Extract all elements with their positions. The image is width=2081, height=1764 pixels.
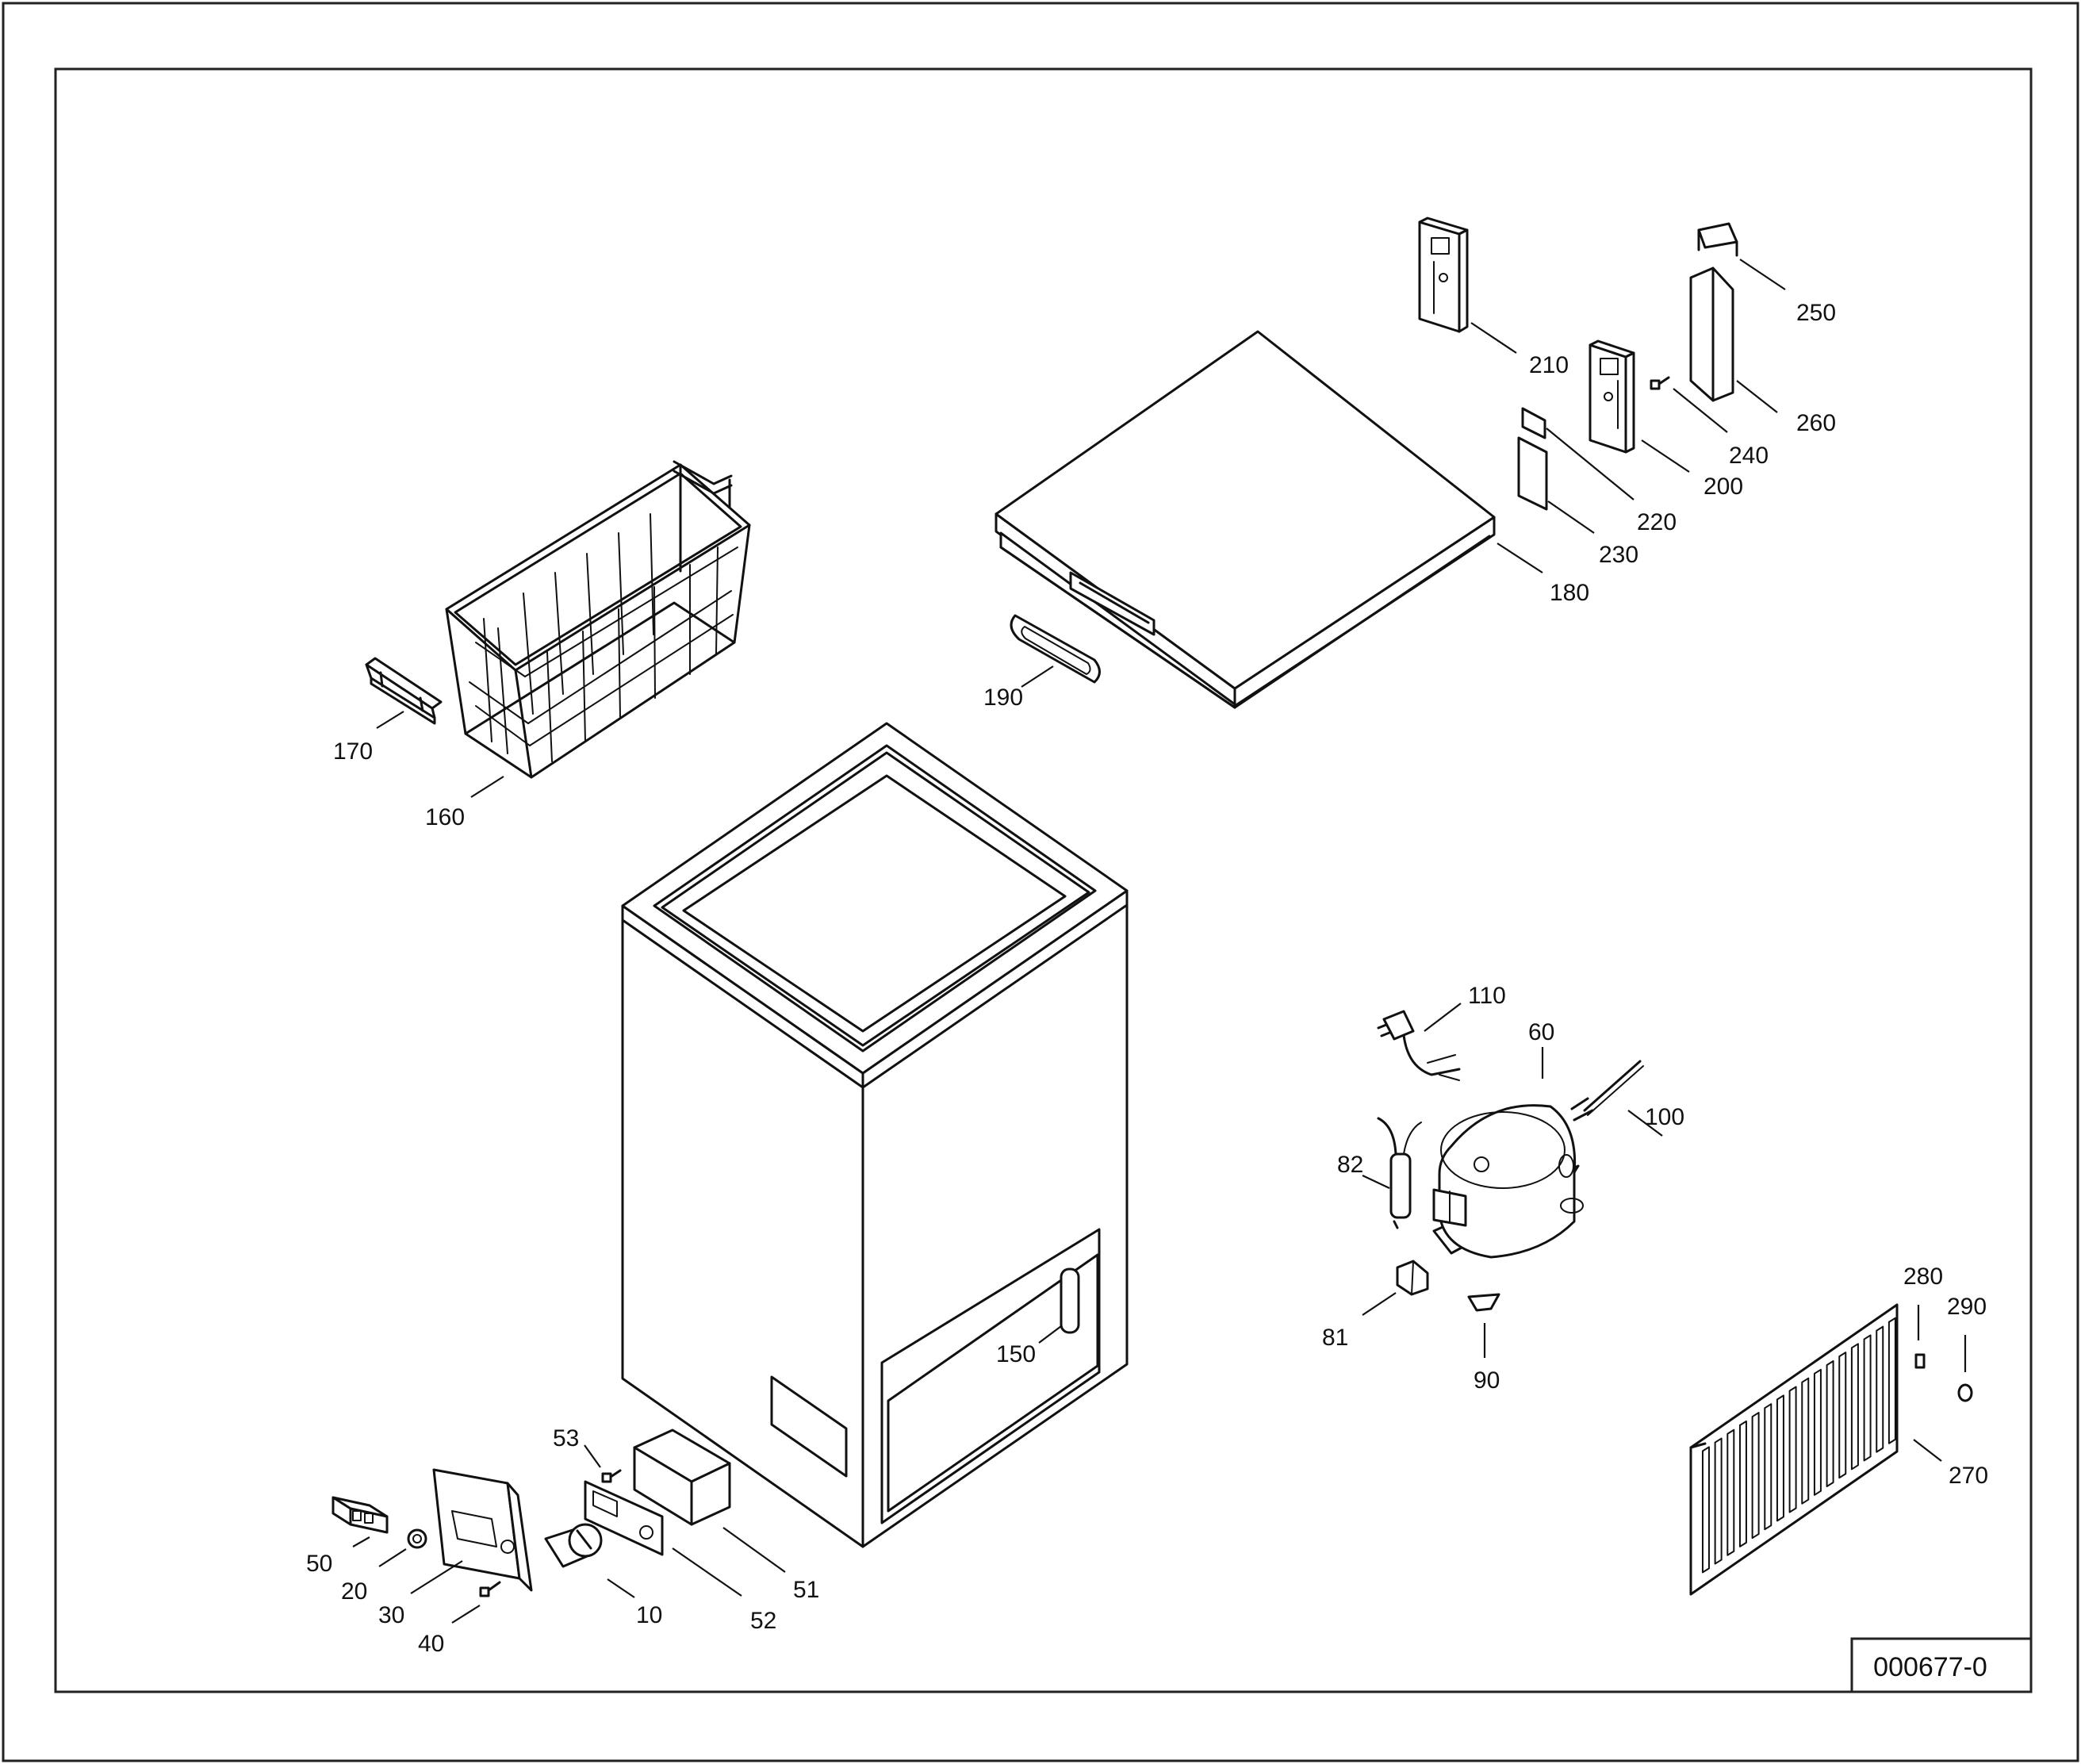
freezer-cabinet xyxy=(621,722,1129,1548)
overload-81 xyxy=(1396,1260,1429,1296)
callout-160: 160 xyxy=(425,804,465,830)
knob-20 xyxy=(407,1528,427,1549)
callout-50: 50 xyxy=(306,1551,332,1577)
callout-51: 51 xyxy=(793,1577,819,1603)
plate-220 xyxy=(1521,407,1546,439)
grille-slat xyxy=(1788,1386,1797,1513)
callout-230: 230 xyxy=(1599,542,1638,568)
screw-40 xyxy=(479,1581,501,1597)
drawing-frame xyxy=(54,67,2033,1693)
grille-slat xyxy=(1838,1352,1847,1479)
callout-200: 200 xyxy=(1704,474,1743,500)
grille-slat xyxy=(1751,1412,1760,1540)
callout-60: 60 xyxy=(1528,1019,1554,1045)
hinge-200 xyxy=(1589,339,1635,454)
screw-240 xyxy=(1650,376,1670,390)
callout-labels: 210 250 260 240 200 220 230 180 190 170 … xyxy=(306,300,1988,1657)
grille-slat xyxy=(1738,1420,1747,1547)
callout-81: 81 xyxy=(1322,1325,1348,1351)
wire-basket xyxy=(445,460,751,779)
control-housing-30 xyxy=(432,1468,533,1592)
leader-lines xyxy=(352,259,1967,1624)
capillary-tube xyxy=(1583,1060,1644,1116)
grille-slat xyxy=(1701,1446,1710,1574)
grille-slat xyxy=(1801,1377,1810,1505)
grille-slat xyxy=(1764,1403,1772,1531)
callout-100: 100 xyxy=(1645,1104,1684,1130)
callout-280: 280 xyxy=(1903,1264,1943,1290)
callout-110: 110 xyxy=(1468,983,1506,1009)
callout-53: 53 xyxy=(553,1425,579,1451)
callout-52: 52 xyxy=(750,1608,776,1634)
callout-82: 82 xyxy=(1337,1152,1363,1178)
grille-slat xyxy=(1826,1359,1834,1487)
drawing-number-box: 000677-0 xyxy=(1850,1637,2033,1693)
callout-150: 150 xyxy=(996,1341,1036,1367)
plate-230 xyxy=(1517,436,1548,511)
screw-280 xyxy=(1914,1353,1926,1369)
cabinet-handle-150 xyxy=(1060,1267,1080,1334)
hinge-cover-250 xyxy=(1697,222,1738,257)
grille-slat xyxy=(1863,1334,1872,1462)
callout-210: 210 xyxy=(1529,352,1569,378)
drawing-number: 000677-0 xyxy=(1873,1652,1987,1682)
callout-260: 260 xyxy=(1796,410,1836,436)
callout-90: 90 xyxy=(1474,1367,1500,1394)
callout-190: 190 xyxy=(983,685,1023,711)
compressor-foot xyxy=(1467,1293,1500,1312)
grille-slat xyxy=(1813,1368,1822,1496)
callout-10: 10 xyxy=(636,1602,662,1628)
grille-slat xyxy=(1887,1317,1896,1444)
callout-250: 250 xyxy=(1796,300,1836,326)
thermostat-10 xyxy=(544,1523,603,1568)
callout-290: 290 xyxy=(1947,1294,1987,1320)
callout-240: 240 xyxy=(1729,443,1769,469)
grille-slat xyxy=(1876,1325,1884,1453)
grille-slat xyxy=(1850,1343,1859,1471)
callout-170: 170 xyxy=(333,738,373,765)
condenser-grille xyxy=(1689,1303,1899,1596)
grille-slat xyxy=(1714,1437,1723,1565)
callout-270: 270 xyxy=(1949,1463,1988,1489)
compressor xyxy=(1432,1097,1594,1259)
basket-handle xyxy=(365,657,443,725)
callout-40: 40 xyxy=(418,1631,444,1657)
callout-30: 30 xyxy=(378,1602,404,1628)
callout-220: 220 xyxy=(1637,509,1677,535)
hinge-210 xyxy=(1418,217,1469,333)
hinge-cover-260 xyxy=(1689,267,1734,402)
lid-handle xyxy=(1010,614,1101,684)
mounting-plate-52 xyxy=(584,1480,664,1556)
power-cord xyxy=(1377,1010,1461,1081)
bracket-51 xyxy=(633,1428,731,1526)
callout-180: 180 xyxy=(1550,580,1589,606)
indicator-lamp-50 xyxy=(332,1496,389,1534)
grille-slat xyxy=(1727,1428,1735,1556)
start-relay xyxy=(1377,1117,1422,1229)
grille-slat xyxy=(1776,1394,1784,1522)
callout-20: 20 xyxy=(341,1578,367,1605)
cap-290 xyxy=(1957,1383,1973,1402)
freezer-lid xyxy=(995,330,1496,709)
screw-53 xyxy=(601,1469,622,1483)
